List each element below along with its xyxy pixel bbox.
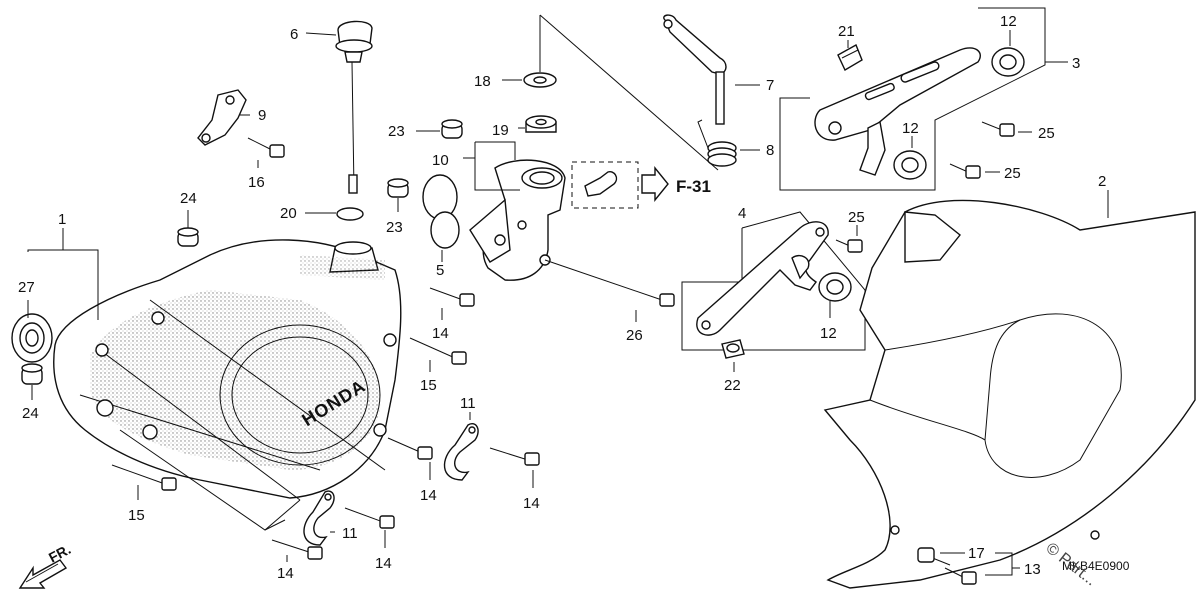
stay-4 <box>696 221 829 336</box>
front-arrow-icon <box>18 559 68 589</box>
grommet-12-top <box>991 47 1025 77</box>
dowel-pin-23-upper <box>441 119 463 139</box>
gasket-5 <box>422 174 460 249</box>
bolt-14-d <box>271 539 323 560</box>
callout-18: 18 <box>474 73 491 90</box>
bolt-15-b <box>111 464 177 491</box>
shift-spindle-7 <box>663 14 727 125</box>
grommet-12-mid <box>893 150 927 180</box>
callout-15-a: 15 <box>420 377 437 394</box>
bolt-25-a <box>981 121 1015 137</box>
callout-9: 9 <box>258 107 266 124</box>
bolt-17 <box>917 547 951 566</box>
callout-26: 26 <box>626 327 643 344</box>
dowel-pin-23-lower <box>387 178 409 198</box>
callout-12-c: 12 <box>820 325 837 342</box>
callout-4: 4 <box>738 205 746 222</box>
bolt-25-c <box>835 239 863 253</box>
diagram-code: MKB4E0900 <box>1062 559 1130 573</box>
bolt-14-a <box>429 287 475 307</box>
bolt-16 <box>247 137 285 158</box>
washer-18 <box>523 72 557 88</box>
callout-2: 2 <box>1098 173 1106 190</box>
dowel-pin-24-lower <box>21 363 43 385</box>
oil-dipstick <box>335 20 373 194</box>
hose-clip-11-b <box>303 490 335 546</box>
callout-20: 20 <box>280 205 297 222</box>
callout-25-c: 25 <box>848 209 865 226</box>
callout-22: 22 <box>724 377 741 394</box>
callout-25-a: 25 <box>1038 125 1055 142</box>
clutch-lifter-body <box>469 159 566 281</box>
callout-24-lower: 24 <box>22 405 39 422</box>
callout-17: 17 <box>968 545 985 562</box>
bolt-15-a <box>409 337 467 365</box>
callout-7: 7 <box>766 77 774 94</box>
bolt-25-b <box>949 163 981 179</box>
dowel-pin-24-upper <box>177 227 199 247</box>
callout-12-b: 12 <box>902 120 919 137</box>
callout-10: 10 <box>432 152 449 169</box>
nut-22 <box>721 339 745 359</box>
return-spring-8 <box>697 119 737 167</box>
callout-6: 6 <box>290 26 298 43</box>
callout-27: 27 <box>18 279 35 296</box>
nut-19 <box>525 115 557 133</box>
bracket-9 <box>197 89 247 146</box>
o-ring-20 <box>336 207 364 221</box>
grommet-12-low <box>818 272 852 302</box>
clip-21 <box>837 44 863 71</box>
callout-14-d: 14 <box>277 565 294 582</box>
callout-11-a: 11 <box>460 395 476 412</box>
callout-16: 16 <box>248 174 265 191</box>
callout-21: 21 <box>838 23 855 40</box>
reference-f31-box <box>571 161 669 209</box>
bolt-26 <box>544 259 675 307</box>
hose-clip-11-a <box>443 423 479 481</box>
callout-14-a: 14 <box>432 325 449 342</box>
reference-f31: F-31 <box>676 177 711 196</box>
callout-14-b: 14 <box>420 487 437 504</box>
callout-11-b: 11 <box>342 525 358 542</box>
side-cover-2 <box>823 199 1196 589</box>
bearing-27 <box>11 313 53 363</box>
callout-14-c: 14 <box>523 495 540 512</box>
bolt-14-e <box>344 507 395 529</box>
callout-5: 5 <box>436 262 444 279</box>
callout-23-lower: 23 <box>386 219 403 236</box>
callout-12-a: 12 <box>1000 13 1017 30</box>
bolt-14-b <box>387 437 433 460</box>
stay-3 <box>814 47 981 176</box>
callout-8: 8 <box>766 142 774 159</box>
callout-25-b: 25 <box>1004 165 1021 182</box>
callout-15-b: 15 <box>128 507 145 524</box>
bolt-14-c <box>489 447 540 466</box>
callout-13: 13 <box>1024 561 1041 578</box>
callout-24-upper: 24 <box>180 190 197 207</box>
callout-1: 1 <box>58 211 66 228</box>
callout-3: 3 <box>1072 55 1080 72</box>
callout-14-e: 14 <box>375 555 392 572</box>
clutch-cover: HONDA <box>53 239 402 501</box>
callout-19: 19 <box>492 122 509 139</box>
front-marker: FR. <box>46 541 73 566</box>
bolt-13 <box>944 567 977 585</box>
callout-23-upper: 23 <box>388 123 405 140</box>
